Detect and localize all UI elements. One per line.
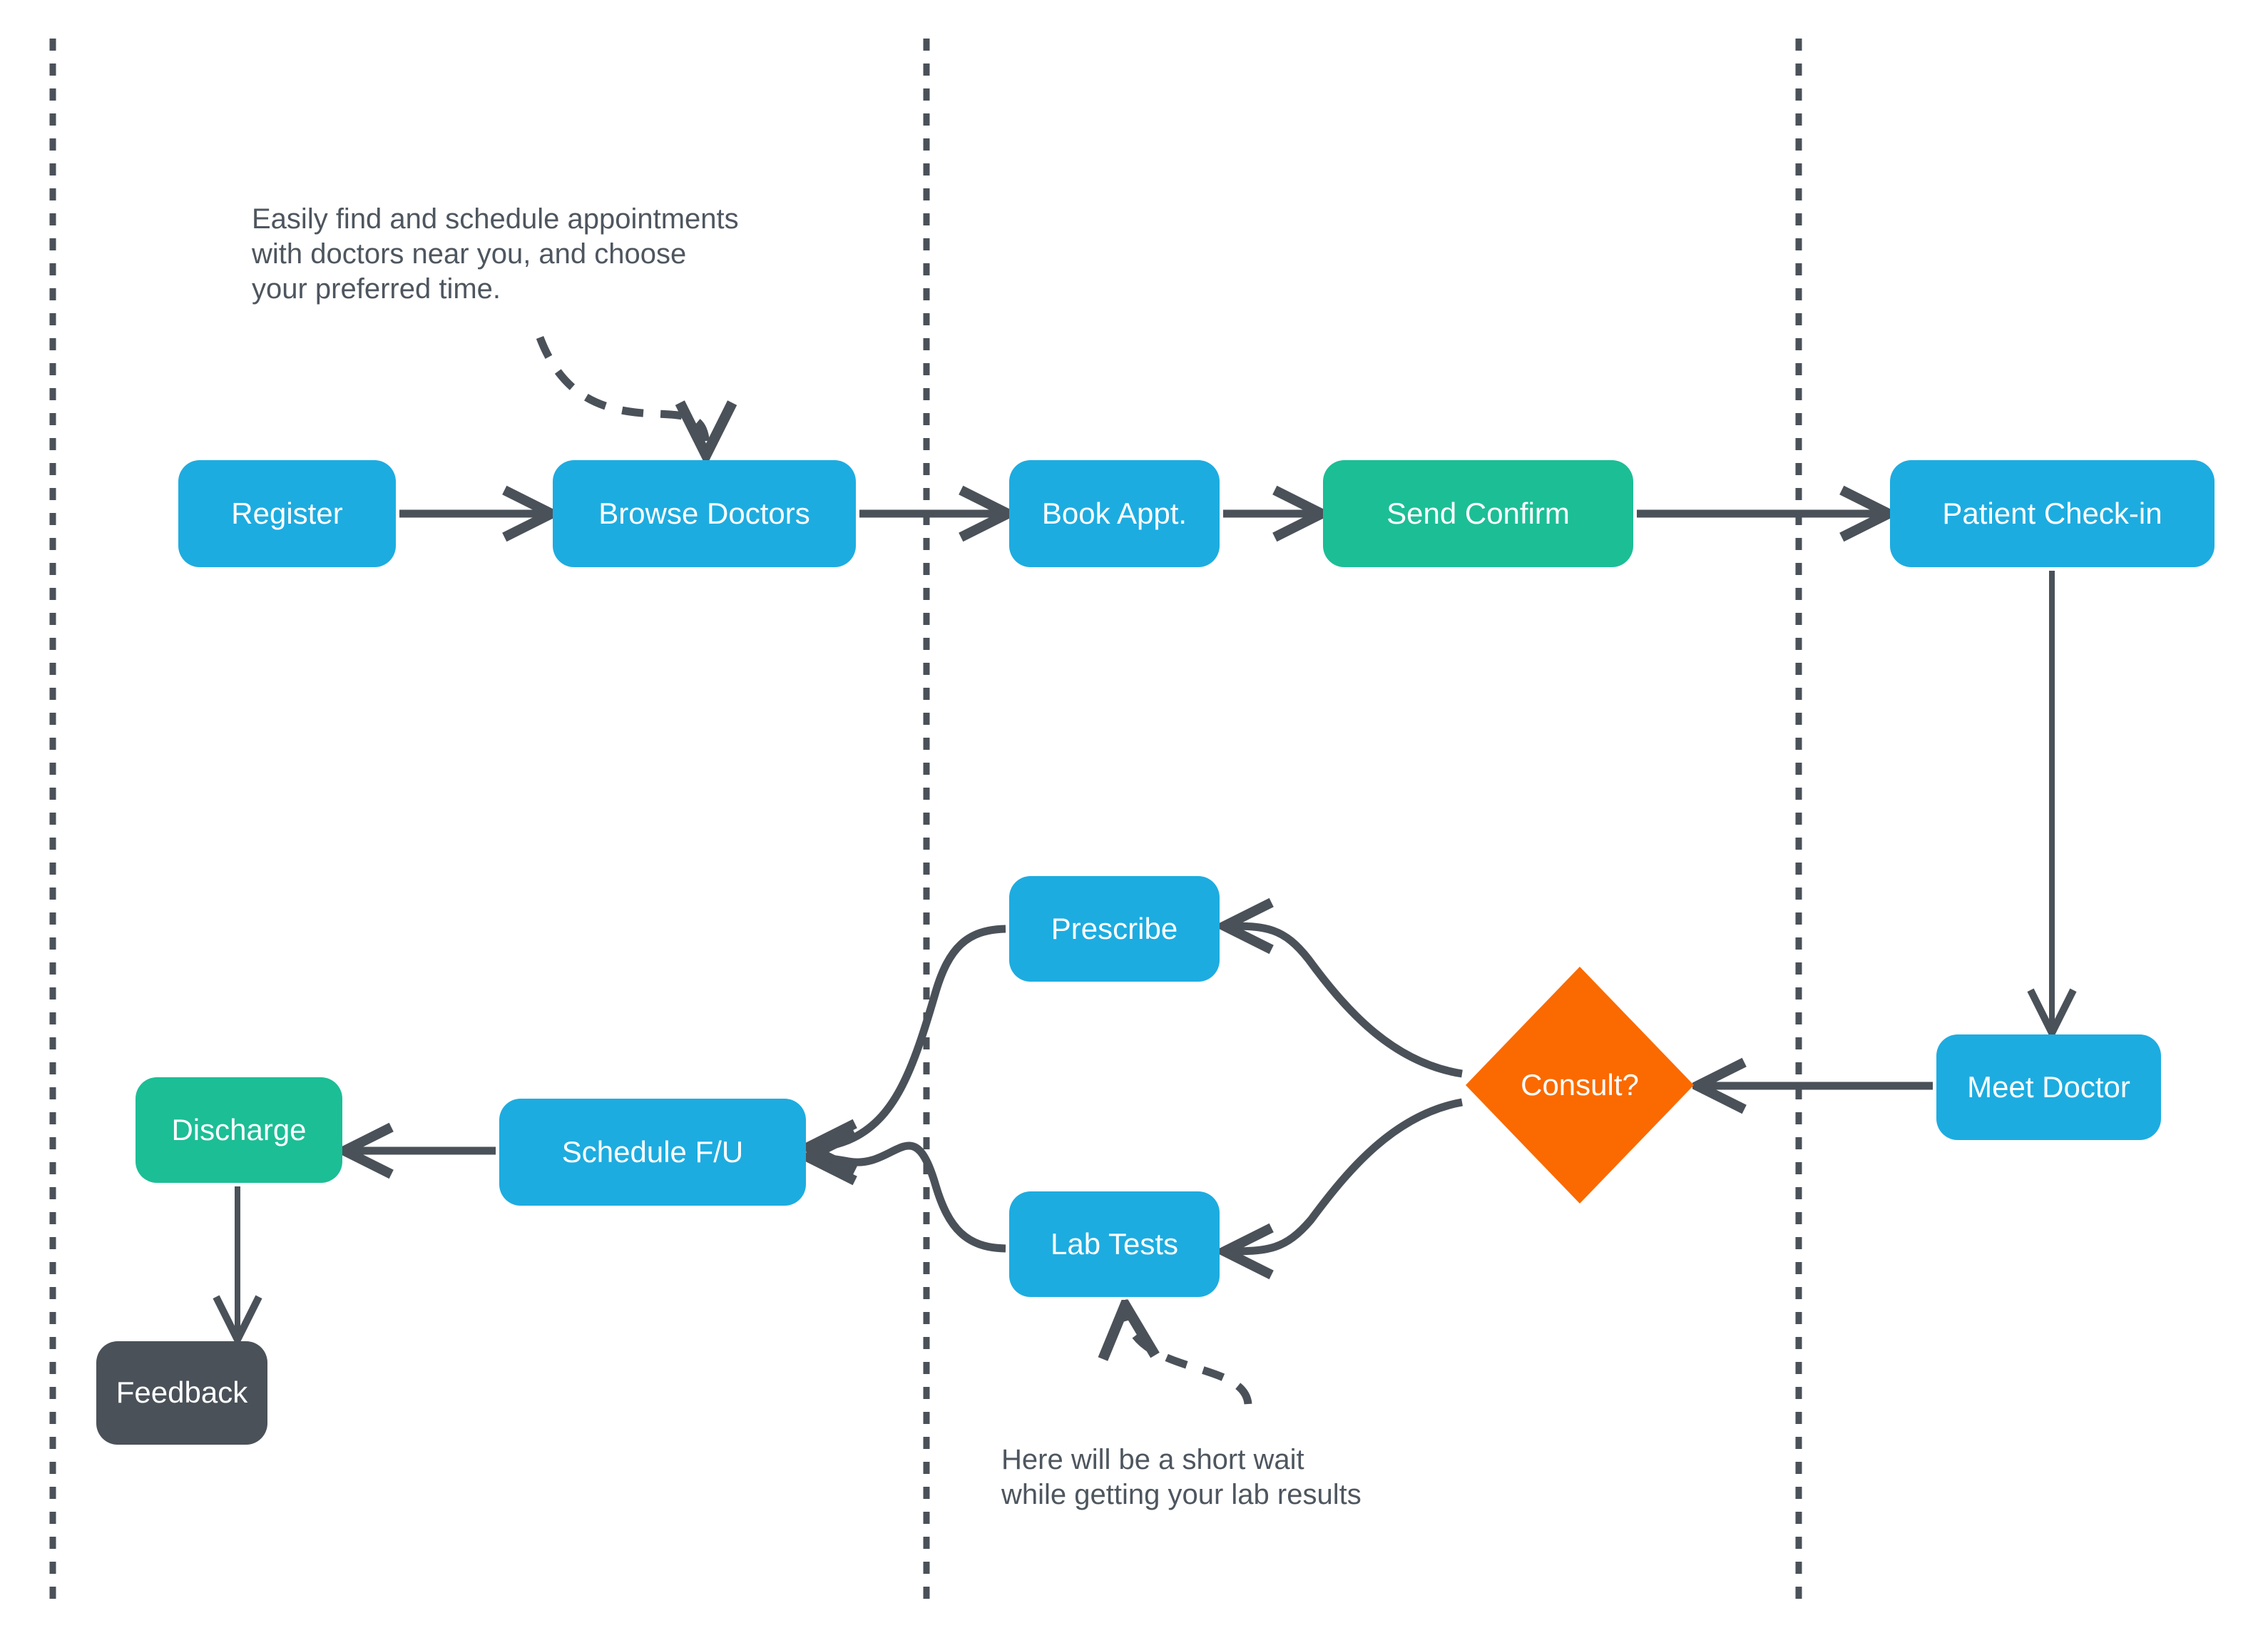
node-browse-doctors[interactable] <box>553 460 856 567</box>
node-register[interactable] <box>178 460 396 567</box>
node-schedule-fu[interactable] <box>499 1099 806 1206</box>
nodes <box>96 460 2215 1445</box>
annotation-browse-doctors: Easily find and schedule appointments wi… <box>252 203 739 305</box>
dashed-curve-to-lab-tests[interactable] <box>1125 1309 1252 1405</box>
edges <box>237 514 2052 1336</box>
node-discharge[interactable] <box>136 1077 342 1183</box>
node-prescribe[interactable] <box>1009 876 1220 982</box>
annotation-connectors <box>536 336 1252 1405</box>
node-consult-decision[interactable] <box>1466 967 1694 1204</box>
annotation-lab-tests: Here will be a short wait while getting … <box>1001 1444 1362 1510</box>
edge-consult-prescribe <box>1228 926 1463 1078</box>
lane-dividers <box>49 39 1802 1609</box>
node-lab-tests[interactable] <box>1009 1191 1220 1297</box>
edge-labtests-schedulefu <box>812 1146 1006 1253</box>
node-send-confirm[interactable] <box>1323 460 1633 567</box>
edge-consult-labtests <box>1228 1098 1463 1251</box>
dashed-curve-to-browse-doctors[interactable] <box>536 336 706 451</box>
node-patient-check-in[interactable] <box>1890 460 2215 567</box>
node-meet-doctor[interactable] <box>1936 1034 2161 1140</box>
edge-prescribe-schedulefu <box>812 925 1006 1147</box>
node-book-appt[interactable] <box>1009 460 1220 567</box>
node-feedback[interactable] <box>96 1341 267 1445</box>
